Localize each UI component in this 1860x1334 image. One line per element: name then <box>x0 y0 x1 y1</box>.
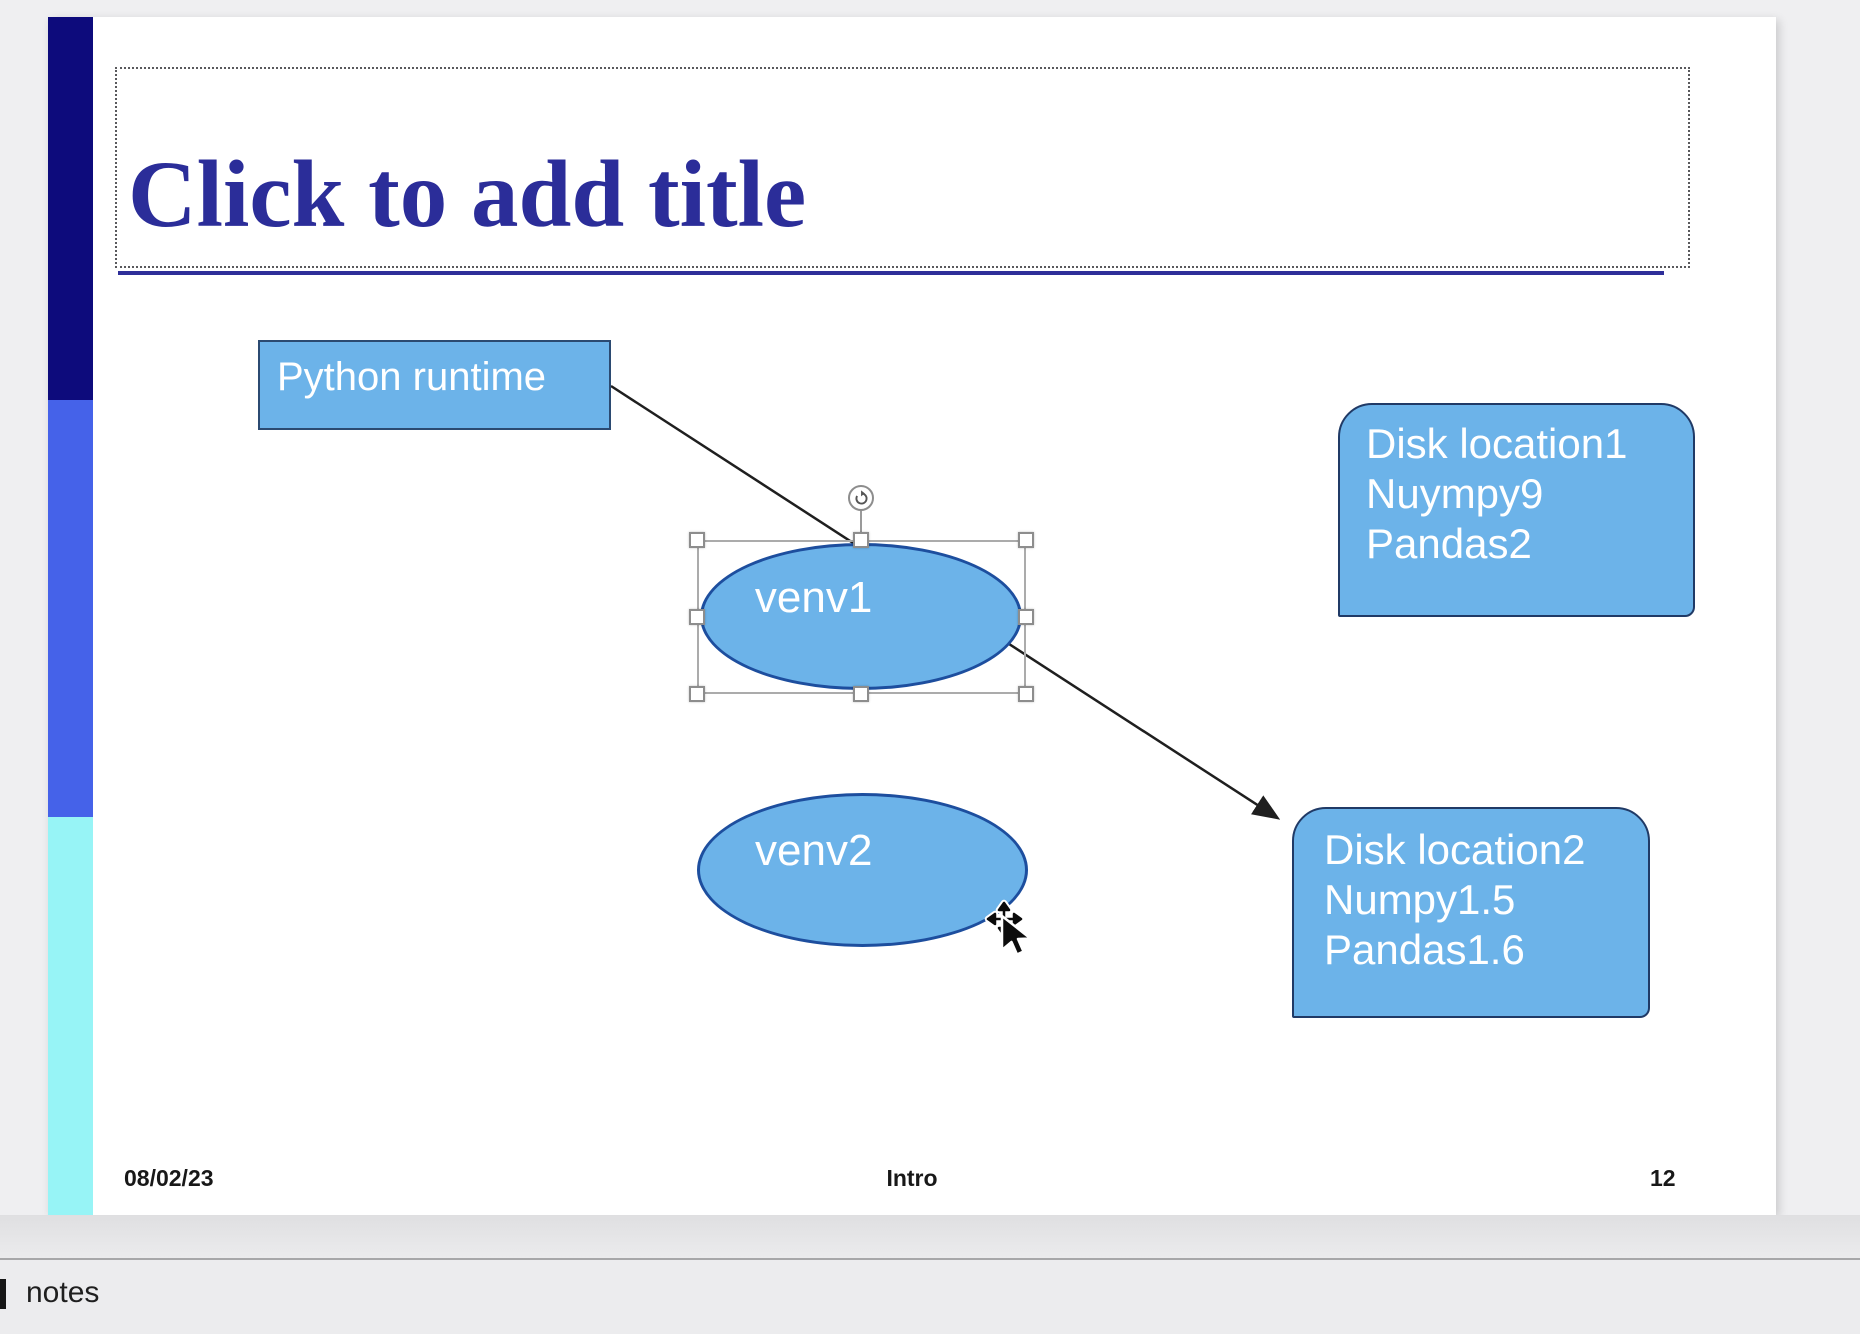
footer-date: 08/02/23 <box>124 1165 214 1191</box>
accent-bar-cyan <box>48 817 93 1215</box>
accent-bar-blue <box>48 400 93 817</box>
selection-handle-top-left[interactable] <box>689 532 705 548</box>
disk2-line3: Pandas1.6 <box>1324 926 1525 973</box>
disk1-line1: Disk location1 <box>1366 420 1628 467</box>
footer-title: Intro <box>886 1165 938 1191</box>
selection-handle-bottom-center[interactable] <box>853 686 869 702</box>
selection-handle-top-center[interactable] <box>853 532 869 548</box>
shape-venv2[interactable]: venv2 <box>697 793 1028 947</box>
notes-label-cutoff-fragment <box>0 1279 6 1309</box>
rotate-icon <box>855 489 867 505</box>
selection-handle-middle-right[interactable] <box>1018 609 1034 625</box>
shape-python-runtime-label: Python runtime <box>277 355 547 399</box>
disk2-line2: Numpy1.5 <box>1324 876 1516 923</box>
title-placeholder[interactable] <box>115 67 1690 268</box>
accent-bar-navy <box>48 17 93 400</box>
shape-disk-location1[interactable]: Disk location1 Nuympy9 Pandas2 <box>1338 403 1695 617</box>
notes-label: notes <box>26 1276 100 1309</box>
disk1-line3: Pandas2 <box>1366 520 1532 567</box>
title-underline <box>118 271 1664 275</box>
shape-disk-location2[interactable]: Disk location2 Numpy1.5 Pandas1.6 <box>1292 807 1650 1018</box>
selection-handle-bottom-left[interactable] <box>689 686 705 702</box>
disk1-line2: Nuympy9 <box>1366 470 1544 517</box>
shape-venv1[interactable]: venv1 <box>700 543 1022 690</box>
panel-divider <box>0 1258 1860 1260</box>
selection-handle-bottom-right[interactable] <box>1018 686 1034 702</box>
footer-page-number: 12 <box>1650 1165 1676 1191</box>
workspace-gap <box>0 1215 1860 1258</box>
notes-panel[interactable] <box>0 1260 1860 1334</box>
shape-python-runtime[interactable]: Python runtime <box>258 340 611 430</box>
rotate-handle-icon[interactable] <box>848 485 874 511</box>
shape-venv1-label: venv1 <box>754 573 873 623</box>
shape-venv2-label: venv2 <box>755 825 873 875</box>
title-placeholder-text[interactable]: Click to add title <box>128 141 807 247</box>
disk2-line1: Disk location2 <box>1324 826 1586 873</box>
rotation-handle-stem <box>860 509 862 540</box>
selection-handle-top-right[interactable] <box>1018 532 1034 548</box>
selection-handle-middle-left[interactable] <box>689 609 705 625</box>
